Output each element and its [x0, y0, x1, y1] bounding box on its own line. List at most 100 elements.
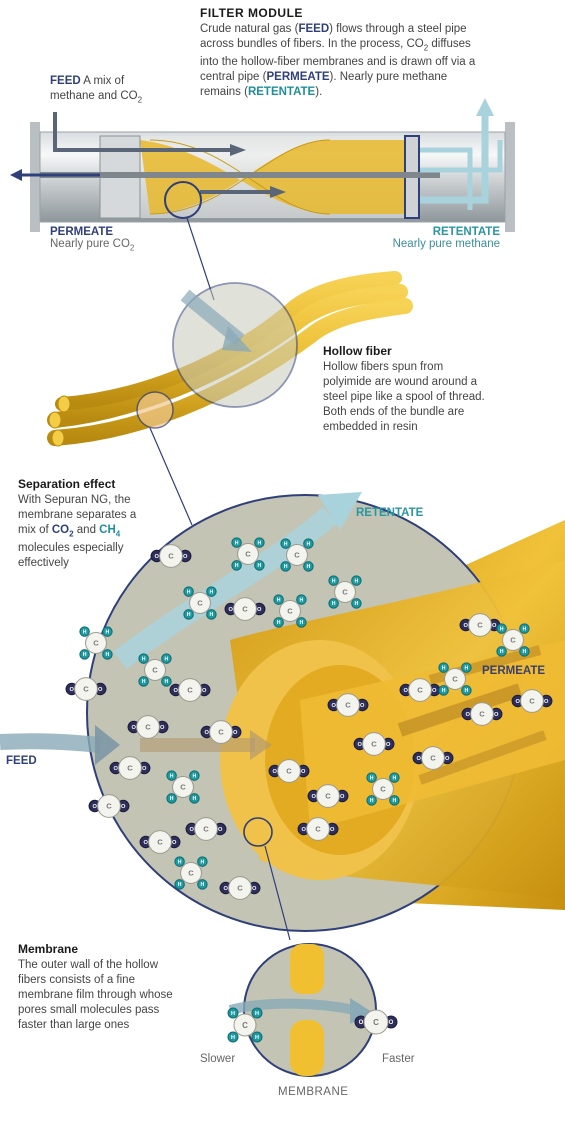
svg-text:H: H — [187, 612, 191, 618]
svg-text:O: O — [121, 804, 126, 810]
svg-text:H: H — [300, 597, 304, 603]
svg-text:C: C — [218, 728, 224, 737]
svg-text:H: H — [277, 620, 281, 626]
svg-text:C: C — [168, 552, 174, 561]
svg-text:O: O — [160, 725, 165, 731]
svg-text:C: C — [237, 884, 243, 893]
membrane-title: Membrane — [18, 942, 78, 956]
svg-text:O: O — [466, 712, 471, 718]
hollow-fiber-title: Hollow fiber — [323, 344, 392, 358]
slower-label: Slower — [200, 1053, 235, 1065]
svg-text:O: O — [229, 607, 234, 613]
svg-text:H: H — [178, 859, 182, 865]
svg-text:O: O — [190, 827, 195, 833]
separation-title: Separation effect — [18, 477, 115, 491]
membrane-text: The outer wall of the hollow fibers cons… — [18, 958, 178, 1033]
svg-text:C: C — [188, 869, 194, 878]
svg-text:H: H — [142, 656, 146, 662]
svg-text:O: O — [273, 769, 278, 775]
membrane-view — [230, 944, 376, 1076]
svg-text:H: H — [165, 656, 169, 662]
svg-text:C: C — [242, 605, 248, 614]
svg-text:O: O — [172, 840, 177, 846]
svg-text:C: C — [157, 838, 163, 847]
svg-text:H: H — [393, 775, 397, 781]
svg-text:H: H — [277, 597, 281, 603]
retentate-label: RETENTATE Nearly pure methane — [388, 226, 500, 250]
svg-text:H: H — [465, 665, 469, 671]
svg-text:C: C — [373, 1018, 379, 1027]
svg-text:H: H — [332, 578, 336, 584]
permeate-label: PERMEATE Nearly pure CO2 — [50, 226, 134, 252]
svg-text:O: O — [224, 886, 229, 892]
svg-text:O: O — [218, 827, 223, 833]
svg-text:H: H — [307, 564, 311, 570]
svg-text:H: H — [465, 688, 469, 694]
svg-text:H: H — [255, 1035, 259, 1041]
svg-text:O: O — [492, 623, 497, 629]
svg-text:H: H — [178, 882, 182, 888]
svg-text:H: H — [442, 688, 446, 694]
permeate-big-label: PERMEATE — [482, 665, 545, 677]
svg-text:C: C — [345, 701, 351, 710]
svg-text:H: H — [500, 626, 504, 632]
svg-text:O: O — [494, 712, 499, 718]
svg-text:H: H — [523, 626, 527, 632]
svg-text:H: H — [355, 578, 359, 584]
svg-text:O: O — [359, 1020, 364, 1026]
svg-text:O: O — [302, 827, 307, 833]
svg-text:C: C — [203, 825, 209, 834]
svg-text:H: H — [523, 649, 527, 655]
svg-text:O: O — [340, 794, 345, 800]
svg-text:O: O — [386, 742, 391, 748]
svg-text:H: H — [258, 540, 262, 546]
svg-text:C: C — [245, 550, 251, 559]
svg-text:O: O — [330, 827, 335, 833]
svg-text:O: O — [417, 756, 422, 762]
svg-text:O: O — [70, 687, 75, 693]
svg-text:C: C — [371, 740, 377, 749]
svg-text:O: O — [98, 687, 103, 693]
svg-text:C: C — [106, 802, 112, 811]
svg-text:O: O — [464, 623, 469, 629]
svg-text:H: H — [210, 589, 214, 595]
svg-text:C: C — [315, 825, 321, 834]
svg-text:O: O — [252, 886, 257, 892]
svg-text:H: H — [106, 629, 110, 635]
svg-text:C: C — [452, 675, 458, 684]
svg-text:O: O — [445, 756, 450, 762]
svg-text:O: O — [132, 725, 137, 731]
svg-text:O: O — [389, 1020, 394, 1026]
retentate-big-label: RETENTATE — [356, 507, 423, 519]
svg-text:O: O — [301, 769, 306, 775]
svg-text:C: C — [145, 723, 151, 732]
svg-text:O: O — [516, 699, 521, 705]
membrane-caption: MEMBRANE — [278, 1086, 348, 1098]
svg-text:H: H — [370, 775, 374, 781]
svg-text:C: C — [342, 588, 348, 597]
svg-text:H: H — [235, 540, 239, 546]
svg-text:H: H — [442, 665, 446, 671]
hollow-fiber-text: Hollow fibers spun from polyimide are wo… — [323, 360, 493, 435]
svg-text:O: O — [544, 699, 549, 705]
svg-text:O: O — [332, 703, 337, 709]
svg-text:H: H — [201, 859, 205, 865]
svg-text:C: C — [83, 685, 89, 694]
svg-text:O: O — [432, 688, 437, 694]
svg-text:O: O — [205, 730, 210, 736]
svg-text:O: O — [93, 804, 98, 810]
svg-text:O: O — [202, 688, 207, 694]
svg-text:H: H — [355, 601, 359, 607]
svg-text:C: C — [127, 764, 133, 773]
separation-text: With Sepuran NG, the membrane separates … — [18, 493, 148, 571]
svg-text:C: C — [152, 666, 158, 675]
svg-text:H: H — [284, 541, 288, 547]
svg-text:H: H — [300, 620, 304, 626]
svg-text:H: H — [258, 563, 262, 569]
svg-text:C: C — [187, 686, 193, 695]
svg-text:O: O — [183, 554, 188, 560]
svg-text:C: C — [325, 792, 331, 801]
svg-text:H: H — [83, 652, 87, 658]
svg-text:H: H — [210, 612, 214, 618]
svg-text:C: C — [380, 785, 386, 794]
